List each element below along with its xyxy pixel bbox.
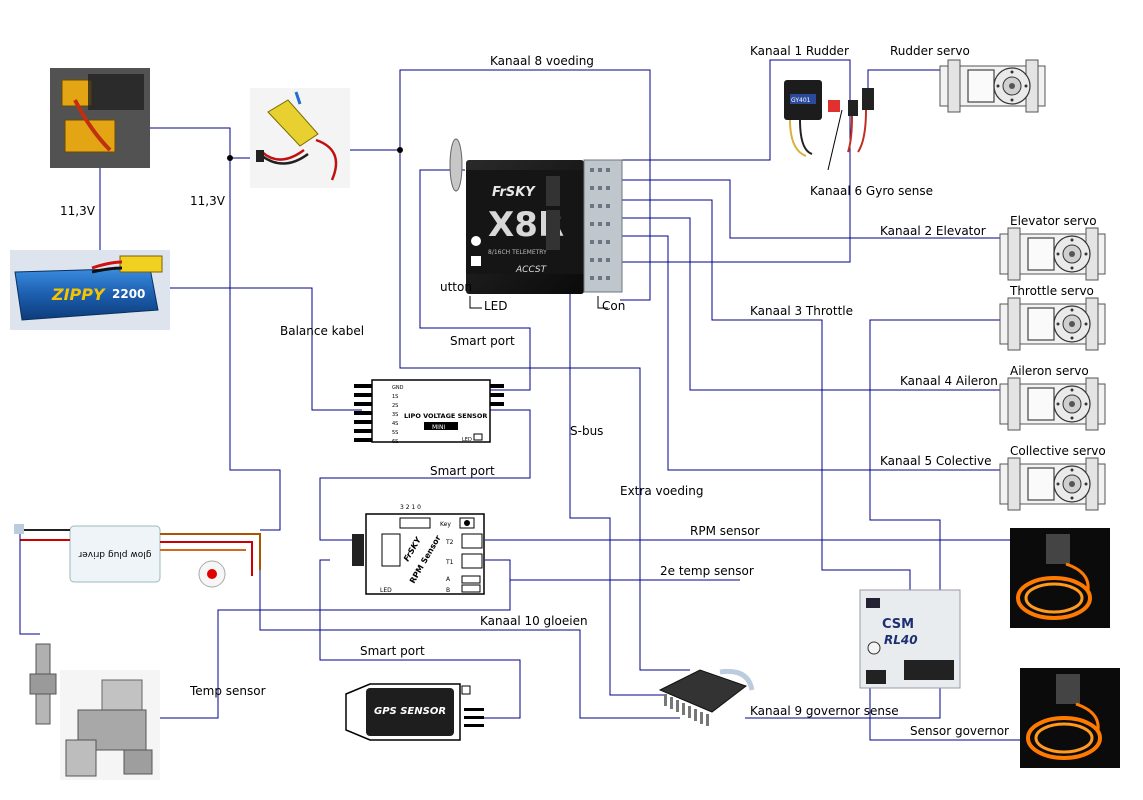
- junction-dot: [227, 155, 233, 161]
- wire-governor-sense: [745, 688, 941, 719]
- label-rpm-sensor: RPM sensor: [690, 524, 760, 538]
- label-volt-1: 11,3V: [60, 204, 95, 218]
- rpm-b: B: [446, 587, 450, 594]
- glow-driver-title: glow plug driver: [78, 549, 151, 559]
- label-kanaal9: Kanaal 9 governor sense: [750, 704, 899, 718]
- engine-image: [20, 640, 160, 780]
- label-kanaal2: Kanaal 2 Elevator: [880, 224, 986, 238]
- receiver-fragment-con: Con: [602, 299, 625, 313]
- gyro-gy401: GY401: [784, 80, 874, 171]
- lipo-pin-4s: 4S: [392, 421, 398, 427]
- governor-model: RL40: [884, 633, 918, 647]
- wire-kanaal10: [259, 570, 680, 719]
- rpm-t2: T2: [445, 539, 454, 546]
- gyro-model: GY401: [791, 97, 811, 104]
- receiver-x8r: FrSKY X8R 8/16CH TELEMETRY ACCST utton L…: [440, 138, 625, 313]
- label-smartport-2: Smart port: [430, 464, 495, 478]
- label-aileron-servo: Aileron servo: [1010, 364, 1089, 378]
- lipo-pin-gnd: GND: [392, 385, 404, 391]
- glow-plug-driver: glow plug driver: [14, 524, 261, 635]
- receiver-fragment-button: utton: [440, 280, 472, 294]
- rpm-key: Key: [440, 521, 451, 528]
- wire-bec-extra: [399, 150, 690, 671]
- lipo-pin-1s: 1S: [392, 394, 398, 400]
- receiver-brand: FrSKY: [492, 185, 536, 200]
- label-kanaal10: Kanaal 10 gloeien: [480, 614, 588, 628]
- wire-k3: [620, 199, 911, 595]
- wire-k4: [620, 217, 1000, 391]
- wire-sensor-governor: [869, 688, 1020, 741]
- wire-battery-main: [150, 127, 281, 531]
- rpm-t1: T1: [445, 559, 454, 566]
- rpm-sensor-image: [1010, 528, 1110, 628]
- label-kanaal1: Kanaal 1 Rudder: [750, 44, 849, 58]
- label-balance-kabel: Balance kabel: [280, 324, 365, 338]
- wire-smartport-1: [419, 169, 531, 391]
- battery-brand: ZIPPY: [51, 285, 106, 304]
- gps-title: GPS SENSOR: [374, 706, 446, 717]
- label-rudder-servo: Rudder servo: [890, 44, 970, 58]
- wire-temp: [140, 580, 511, 719]
- label-temp2: 2e temp sensor: [660, 564, 754, 578]
- battery-capacity: 2200: [112, 287, 145, 301]
- label-elevator-servo: Elevator servo: [1010, 214, 1097, 228]
- lipo-pin-6s: 6S: [392, 439, 398, 445]
- label-extra-voeding: Extra voeding: [620, 484, 704, 498]
- lipo-sensor-title: LIPO VOLTAGE SENSOR: [404, 412, 487, 420]
- governor-rl40: CSM RL40: [859, 589, 961, 689]
- wire-k2: [620, 179, 1000, 239]
- wire-k1: [610, 59, 851, 263]
- wire-temp2: [485, 559, 740, 581]
- label-sbus: S-bus: [570, 424, 604, 438]
- lipo-sensor-led: LED: [462, 437, 472, 443]
- label-sensor-governor: Sensor governor: [910, 724, 1009, 738]
- lipo-pin-2s: 2S: [392, 403, 398, 409]
- governor-sensor-image: [1020, 668, 1120, 768]
- servo-aileron: [999, 377, 1106, 431]
- label-smartport-1: Smart port: [450, 334, 515, 348]
- lipo-pin-5s: 5S: [392, 430, 398, 436]
- lipo-voltage-sensor: GND 1S 2S 3S 4S 5S 6S LIPO VOLTAGE SENSO…: [354, 379, 504, 445]
- label-throttle-servo: Throttle servo: [1010, 284, 1094, 298]
- label-kanaal4: Kanaal 4 Aileron: [900, 374, 998, 388]
- wire-bec-to-receiver: [350, 69, 651, 301]
- servo-rudder: [939, 59, 1046, 113]
- wire-servo-bus: [869, 319, 1000, 600]
- label-kanaal3: Kanaal 3 Throttle: [750, 304, 853, 318]
- gps-sensor: GPS SENSOR: [345, 683, 484, 741]
- rpm-a: A: [446, 576, 451, 583]
- wire-sbus: [569, 290, 665, 696]
- label-smartport-3: Smart port: [360, 644, 425, 658]
- rpm-nums: 3 2 1 0: [400, 504, 421, 511]
- rpm-led: LED: [380, 587, 392, 594]
- label-kanaal5: Kanaal 5 Colective: [880, 454, 992, 468]
- wire-rudder: [867, 69, 940, 100]
- wire-k5: [620, 235, 1000, 471]
- servo-throttle: [999, 297, 1106, 351]
- wires: [99, 59, 1020, 741]
- xt60-connector-image: [50, 68, 150, 168]
- sbus-decoder: [658, 668, 755, 726]
- rpm-sensor: 3 2 1 0 Key FrSKY RPM Sensor T2 T1 A B L…: [352, 504, 485, 595]
- receiver-subtitle: 8/16CH TELEMETRY: [488, 249, 547, 256]
- label-volt-2: 11,3V: [190, 194, 225, 208]
- label-temp-sensor: Temp sensor: [190, 684, 266, 698]
- receiver-accst: ACCST: [515, 265, 548, 275]
- wire-smartport-3: [319, 559, 521, 719]
- lipo-pin-3s: 3S: [392, 412, 398, 418]
- receiver-fragment-led: LED: [484, 299, 508, 313]
- label-kanaal6: Kanaal 6 Gyro sense: [810, 184, 934, 198]
- bec-regulator: [250, 88, 350, 188]
- label-collective-servo: Collective servo: [1010, 444, 1106, 458]
- servo-collective: [999, 457, 1106, 511]
- servo-elevator: [999, 227, 1106, 281]
- junction-dot: [397, 147, 403, 153]
- lipo-battery: ZIPPY 2200: [10, 250, 170, 330]
- wire-smartport-2: [319, 409, 531, 541]
- label-kanaal8: Kanaal 8 voeding: [490, 54, 594, 68]
- lipo-sensor-sub: MINI: [432, 424, 445, 431]
- wire-balance: [170, 287, 362, 411]
- governor-brand: CSM: [882, 617, 914, 632]
